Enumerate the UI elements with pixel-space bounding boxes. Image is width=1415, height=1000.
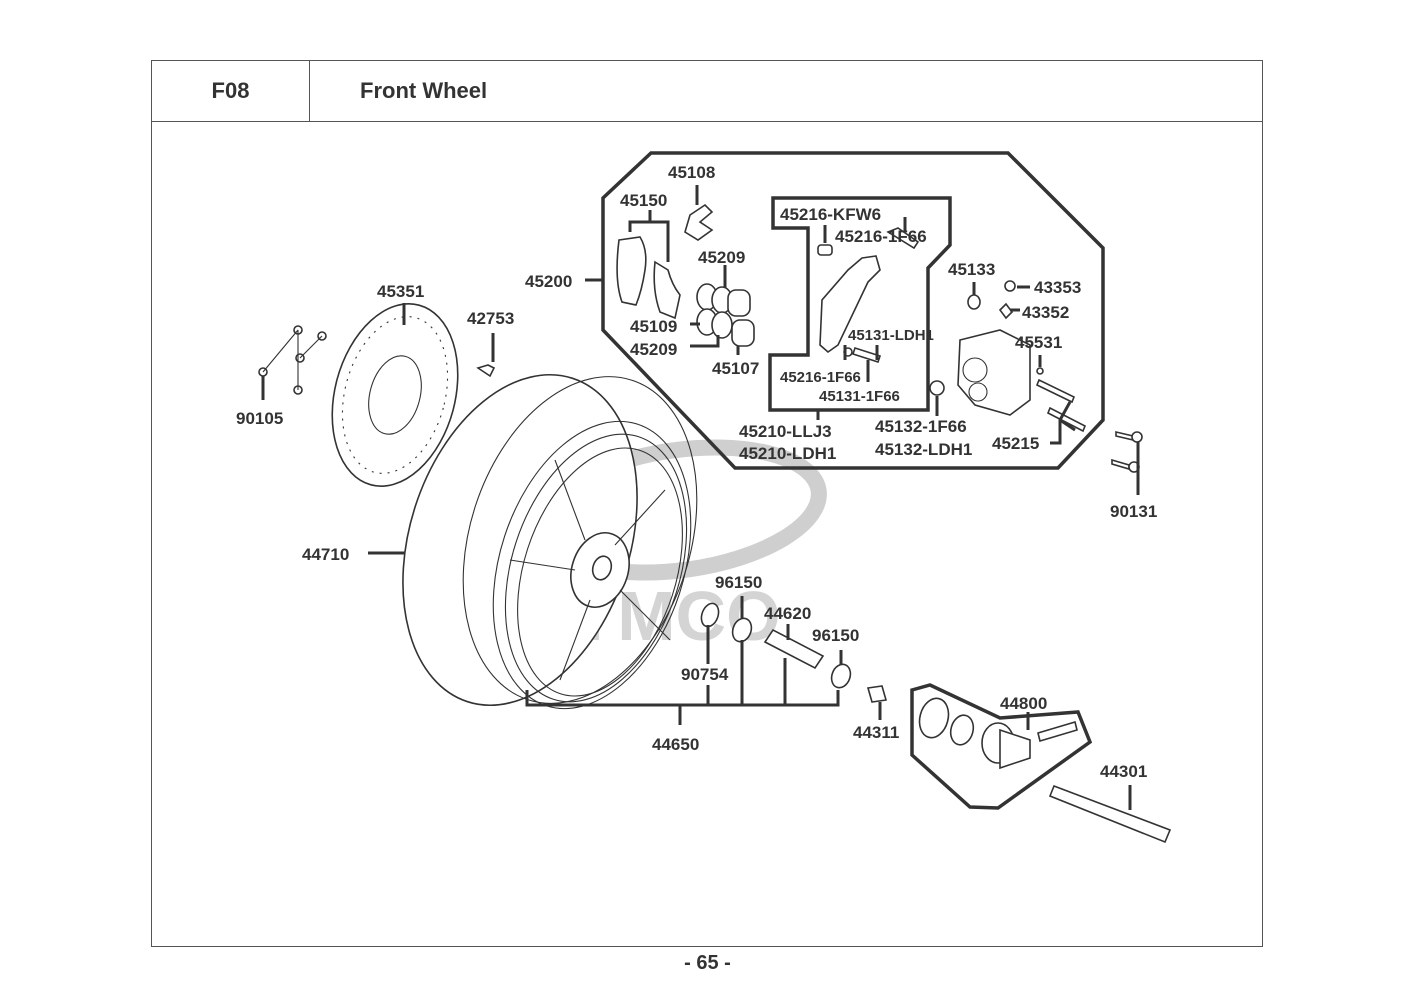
speedometer-gear-group — [910, 683, 1093, 810]
label-45133: 45133 — [948, 260, 995, 279]
label-45210-ldh1: 45210-LDH1 — [739, 444, 836, 463]
label-45131-1f66: 45131-1F66 — [819, 388, 900, 405]
label-45108: 45108 — [668, 163, 715, 182]
label-45107: 45107 — [712, 359, 759, 378]
tire-valve — [476, 333, 496, 378]
label-90131: 90131 — [1110, 502, 1157, 521]
label-45216-kfw6: 45216-KFW6 — [780, 205, 881, 224]
disc-bolts — [258, 325, 327, 400]
axle-parts — [525, 596, 888, 725]
label-42753: 42753 — [467, 309, 514, 328]
label-45531: 45531 — [1015, 333, 1062, 352]
label-44710: 44710 — [302, 545, 349, 564]
label-45351: 45351 — [377, 282, 424, 301]
label-45216-1f66-upper: 45216-1F66 — [835, 227, 927, 246]
caliper-mounting-bolts — [1111, 430, 1143, 495]
page-number: - 65 - — [684, 952, 731, 974]
label-43353: 43353 — [1034, 278, 1081, 297]
label-90105: 90105 — [236, 409, 283, 428]
label-45210-llj3: 45210-LLJ3 — [739, 422, 832, 441]
tire-and-wheel — [368, 373, 698, 710]
label-45209-upper: 45209 — [698, 248, 745, 267]
label-43352: 43352 — [1022, 303, 1069, 322]
front-axle-shaft — [1048, 784, 1172, 844]
label-45131-ldh1: 45131-LDH1 — [848, 327, 934, 344]
section-title: Front Wheel — [360, 78, 488, 103]
label-45200: 45200 — [525, 272, 572, 291]
label-45132-1f66: 45132-1F66 — [875, 417, 967, 436]
label-45109: 45109 — [630, 317, 677, 336]
label-45209-lower: 45209 — [630, 340, 677, 359]
section-code-text: F08 — [211, 78, 250, 103]
pad-spring — [684, 185, 714, 241]
label-90754: 90754 — [681, 665, 729, 684]
label-44311: 44311 — [853, 723, 899, 742]
label-45216-1f66-lower: 45216-1F66 — [780, 369, 861, 386]
label-44650: 44650 — [652, 735, 699, 754]
label-45132-ldh1: 45132-LDH1 — [875, 440, 972, 459]
caliper-body — [929, 280, 1087, 445]
label-96150-left: 96150 — [715, 573, 762, 592]
pistons-and-seals — [690, 265, 755, 355]
part-labels: 45108 45150 45209 45200 45109 45209 4510… — [236, 163, 1157, 781]
label-45150: 45150 — [620, 191, 667, 210]
label-45215: 45215 — [992, 434, 1039, 453]
header-divider — [310, 121, 1263, 122]
bracket-assembly-group — [768, 196, 952, 412]
label-44800: 44800 — [1000, 694, 1047, 713]
caliper-bracket — [816, 217, 920, 420]
diagram-frame — [151, 60, 1263, 947]
label-96150-right: 96150 — [812, 626, 859, 645]
brake-pads — [616, 210, 681, 320]
label-44301: 44301 — [1100, 762, 1147, 781]
label-44620: 44620 — [764, 604, 811, 623]
section-code: F08 — [151, 60, 310, 122]
brake-disc — [331, 303, 459, 487]
caliper-assembly-group — [601, 151, 1105, 470]
